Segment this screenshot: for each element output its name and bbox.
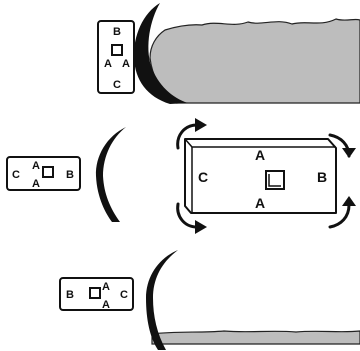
rotation-arrows [176,123,351,229]
top-slab [149,18,360,104]
bottom-curved-blade [146,250,178,350]
bottom-card-label-top: A [102,281,110,293]
middle-card-square [42,166,54,178]
bottom-card-square [89,287,101,299]
arrowhead-bottom-right [342,196,356,206]
middle-card-label-bottom: A [32,178,40,190]
bottom-orientation-card: B A A C [59,277,134,311]
middle-curved-blade [95,127,126,222]
middle-card-label-left: C [12,169,20,181]
top-orientation-card: B A A C [97,20,135,94]
arrowhead-top-right [342,148,356,158]
block-bevel [184,138,337,214]
bottom-card-label-left: B [66,289,74,301]
rotating-block: A C B A [184,138,337,214]
block-label-top: A [255,147,265,163]
top-card-label-bottom: C [113,79,121,91]
arrow-bottom-left [176,202,199,229]
arrowhead-bottom-left [195,220,207,234]
middle-orientation-card: C A A B [6,156,81,191]
top-card-label-left: A [104,58,112,70]
arrow-bottom-right [328,203,351,229]
arrowhead-top-left [195,118,207,132]
block-label-left: C [198,169,208,185]
middle-card-label-right: B [66,169,74,181]
rotation-arrowheads [195,118,356,234]
middle-row: C A A B A C B A [6,118,356,234]
block-label-bottom: A [255,195,265,211]
top-card-label-right: A [122,58,130,70]
block-label-right: B [317,169,327,185]
middle-card-label-top: A [32,160,40,172]
top-card-label-top: B [113,26,121,38]
bottom-card-label-bottom: A [102,299,110,311]
bottom-row: B A A C [59,250,360,350]
bottom-slab [151,330,360,345]
top-curved-blade [133,3,188,104]
bottom-card-label-right: C [120,289,128,301]
block-square-icon [265,170,285,190]
arrow-top-left [176,123,199,150]
top-card-square [111,44,123,56]
top-row: B A A C [97,3,360,104]
